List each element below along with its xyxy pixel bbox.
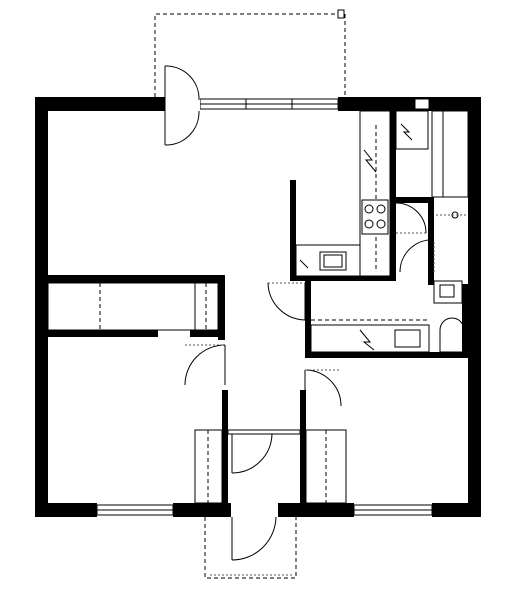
bath-west-wall xyxy=(390,110,396,281)
balcony-outline xyxy=(154,13,346,97)
south-wall-1 xyxy=(35,503,97,517)
north-wall-left xyxy=(35,97,165,111)
door-swing-icon xyxy=(164,110,200,146)
entry-porch xyxy=(204,517,297,579)
heater-symbol xyxy=(400,123,413,141)
entry xyxy=(194,429,347,579)
door-swing-icon xyxy=(231,516,277,561)
utility-west-wall xyxy=(305,281,311,356)
north-wall-right xyxy=(338,97,481,111)
sauna xyxy=(395,110,469,234)
east-wall xyxy=(468,97,481,517)
fridge-symbol xyxy=(363,149,377,173)
closet-wall xyxy=(48,330,158,337)
utility-south-wall xyxy=(305,352,469,358)
balcony-post xyxy=(337,9,345,19)
door-swing-icon xyxy=(395,202,427,234)
door-swing-icon xyxy=(164,65,200,101)
kitchen-wall xyxy=(290,180,296,280)
stove-icon xyxy=(364,219,374,229)
washbasin-icon xyxy=(433,280,463,304)
bath-inner-wall xyxy=(428,197,434,285)
bathroom xyxy=(399,239,465,353)
toilet-icon xyxy=(439,317,465,353)
wardrobe xyxy=(47,282,219,331)
south-wall-3 xyxy=(278,503,354,517)
appliance-symbol xyxy=(359,329,375,351)
entry-threshold xyxy=(227,429,301,435)
south-wall-2 xyxy=(173,503,231,517)
stove-icon xyxy=(361,199,389,235)
sink-icon xyxy=(394,329,421,348)
west-wall xyxy=(35,97,48,517)
stove-icon xyxy=(376,204,386,214)
bedroom-east-wall-top xyxy=(218,275,225,340)
washbasin-icon xyxy=(439,284,455,298)
closets xyxy=(47,282,219,331)
door-swing-icon xyxy=(184,344,226,386)
balcony xyxy=(154,9,346,97)
bedroom-north-wall xyxy=(35,275,225,283)
shower-icon xyxy=(431,110,469,198)
closet-wall-right xyxy=(190,330,225,337)
interior-walls xyxy=(35,110,469,505)
door-swing-icon xyxy=(267,282,306,321)
kitchen xyxy=(295,110,391,277)
counter-mark xyxy=(299,259,309,269)
kitchen-counter xyxy=(359,110,391,277)
door-swing-icon xyxy=(231,433,273,474)
sink-icon xyxy=(323,254,343,268)
balcony-door xyxy=(164,65,200,146)
stove-icon xyxy=(376,219,386,229)
utility xyxy=(310,319,430,353)
sink-icon xyxy=(319,251,347,271)
interior-doors xyxy=(184,282,342,407)
hall-east-wall xyxy=(300,390,306,505)
kitchen-south-wall xyxy=(290,275,395,281)
exterior-walls xyxy=(35,97,481,517)
stove-icon xyxy=(364,204,374,214)
bath-east-inner xyxy=(462,284,469,354)
door-swing-icon xyxy=(304,369,342,407)
hall-west-wall xyxy=(222,390,228,505)
south-wall-4 xyxy=(432,503,481,517)
bathroom-vent-window xyxy=(414,98,430,110)
door-swing-icon xyxy=(399,239,435,273)
sauna-bench xyxy=(395,110,429,150)
balcony-door-opening xyxy=(165,97,200,111)
bath-wall xyxy=(396,197,432,203)
